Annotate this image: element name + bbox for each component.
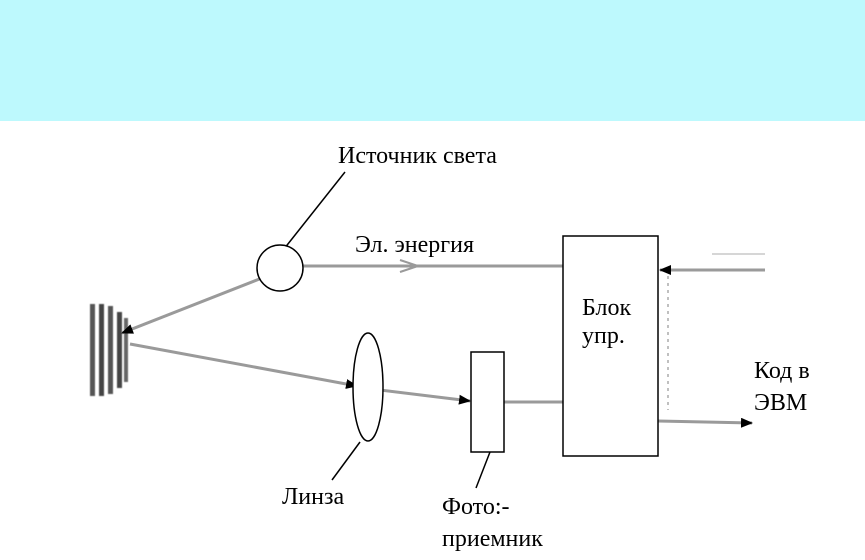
header-band: [0, 0, 865, 121]
beam-lens-to-photodetector: [379, 388, 471, 405]
light-source: [256, 244, 304, 292]
leader-light-source: [279, 171, 346, 255]
label-control-block: Блок упр.: [582, 294, 631, 350]
leader-photodetector: [475, 451, 491, 489]
label-code-to-computer: Код в ЭВМ: [754, 355, 810, 419]
scanned-object: [90, 304, 128, 396]
label-control-block-line2: упр.: [582, 323, 625, 349]
beam-object-to-lens: [129, 342, 358, 389]
label-code-line1: Код в: [754, 358, 810, 384]
lens: [352, 332, 384, 442]
label-control-block-line1: Блок: [582, 295, 632, 321]
control-block: [562, 235, 659, 457]
wire-output-to-computer: [657, 417, 753, 428]
energy-arrowhead: [399, 259, 422, 273]
label-photodetector: Фото:- приемник: [442, 491, 543, 555]
label-photodetector-line1: Фото:-: [442, 494, 510, 520]
label-code-line2: ЭВМ: [754, 390, 808, 416]
label-photodetector-line2: приемник: [442, 526, 543, 552]
leader-lens: [331, 441, 361, 481]
label-light-source: Источник света: [338, 143, 497, 169]
label-lens: Линза: [282, 484, 345, 510]
label-electric-energy: Эл. энергия: [355, 232, 475, 258]
beam-source-to-object: [121, 276, 263, 335]
photodetector: [470, 351, 505, 453]
